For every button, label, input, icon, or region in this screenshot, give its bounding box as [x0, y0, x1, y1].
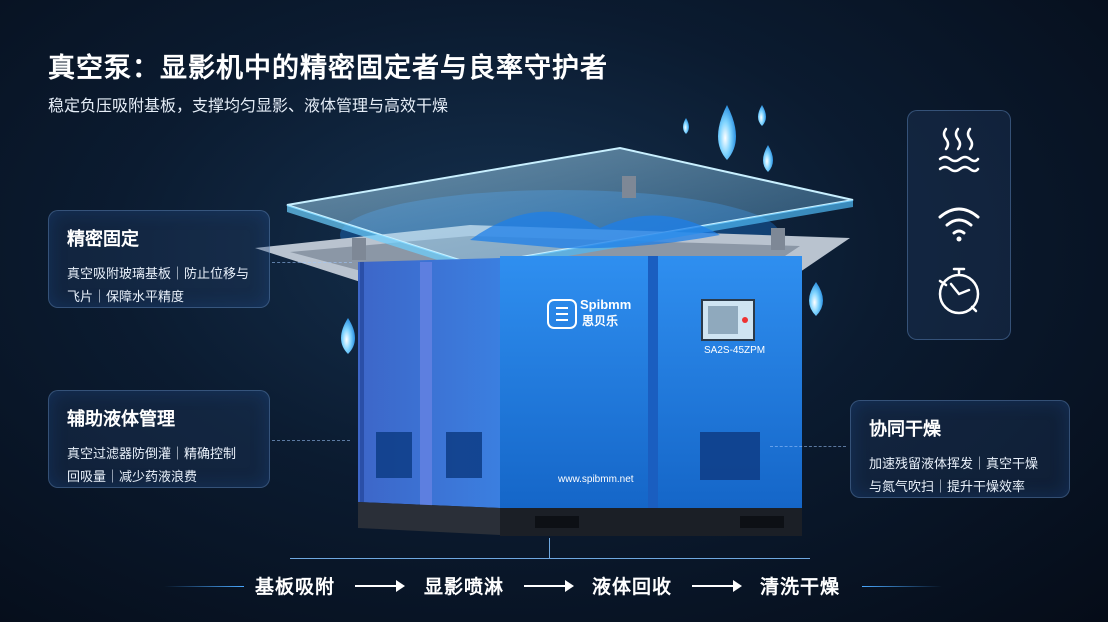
- website-label: www.spibmm.net: [558, 474, 634, 485]
- feature-icons-panel: [907, 110, 1011, 340]
- wireless-signal-icon: [938, 207, 980, 242]
- connector-line: [770, 446, 846, 447]
- card-title: 辅助液体管理: [67, 409, 175, 430]
- flow-arrow-icon: [355, 580, 405, 592]
- fast-timer-icon: [938, 267, 980, 315]
- card-precise-fixing: 精密固定 真空吸附玻璃基板｜防止位移与 飞片｜保障水平精度: [48, 210, 270, 308]
- brand-name-en: Spibmm: [580, 297, 632, 312]
- card-liquid-management: 辅助液体管理 真空过滤器防倒灌｜精确控制 回吸量｜减少药液浪费: [48, 390, 270, 488]
- connector-line: [272, 440, 350, 441]
- card-title: 精密固定: [67, 229, 139, 250]
- flow-arrow-icon: [692, 580, 742, 592]
- flow-line-right: [862, 586, 942, 587]
- model-number: SA2S-45ZPM: [704, 345, 766, 356]
- flow-step-3: 液体回收: [592, 576, 673, 598]
- card-text-line: 回吸量｜减少药液浪费: [67, 470, 198, 485]
- card-drying: 协同干燥 加速残留液体挥发｜真空干燥 与氮气吹扫｜提升干燥效率: [850, 400, 1070, 498]
- card-text-line: 飞片｜保障水平精度: [67, 290, 185, 305]
- flow-arrow-icon: [524, 580, 574, 592]
- flow-bracket-stem: [549, 538, 550, 558]
- card-text-line: 加速残留液体挥发｜真空干燥: [869, 457, 1039, 472]
- flow-step-4: 清洗干燥: [760, 576, 841, 598]
- card-text-line: 与氮气吹扫｜提升干燥效率: [869, 480, 1026, 495]
- page-subtitle: 稳定负压吸附基板，支撑均匀显影、液体管理与高效干燥: [48, 96, 449, 115]
- page-title: 真空泵：显影机中的精密固定者与良率守护者: [48, 53, 608, 84]
- flow-step-2: 显影喷淋: [424, 576, 505, 598]
- flow-bracket: [290, 558, 810, 559]
- card-text-line: 真空吸附玻璃基板｜防止位移与: [67, 267, 250, 282]
- card-text-line: 真空过滤器防倒灌｜精确控制: [67, 447, 237, 462]
- heat-wave-icon: [938, 127, 980, 173]
- card-title: 协同干燥: [869, 419, 941, 440]
- connector-line: [272, 262, 352, 263]
- flow-step-1: 基板吸附: [255, 576, 336, 598]
- flow-line-left: [164, 586, 244, 587]
- brand-name-cn: 思贝乐: [582, 314, 619, 328]
